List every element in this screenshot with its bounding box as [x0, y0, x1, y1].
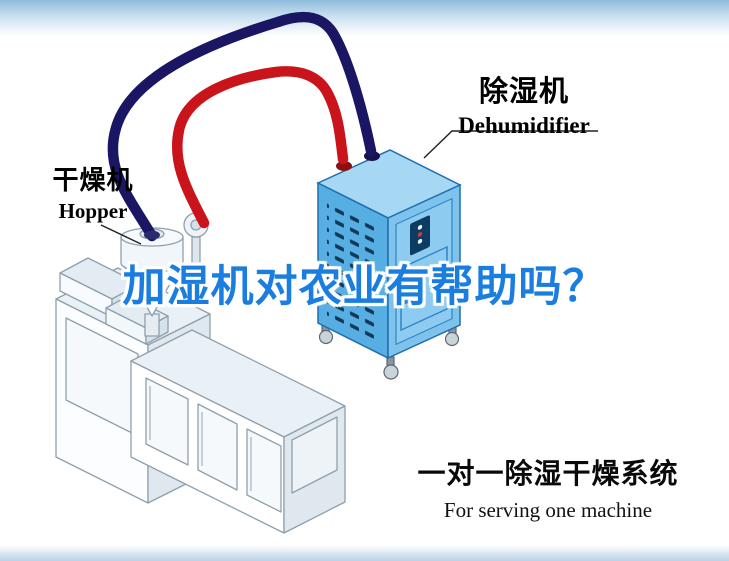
dryer-pointer-line: [100, 224, 142, 245]
top-gradient: [0, 0, 729, 36]
red-hose-fitting: [336, 161, 352, 171]
hopper-hose-flange: [144, 230, 160, 240]
dryer-label-cn: 干燥机: [52, 165, 134, 195]
dryer-label: 干燥机 Hopper: [36, 160, 150, 224]
navy-hose: [107, 11, 377, 242]
control-panel: [395, 197, 453, 346]
dehumidifier-label: 除湿机 Dehumidifier: [446, 68, 602, 139]
vent-grid: [327, 201, 379, 342]
caption-title-cn: 一对一除湿干燥系统: [417, 458, 679, 489]
headline-text: 加湿机对农业有帮助吗？: [122, 263, 607, 311]
dehumidifier-pointer-line: [423, 130, 598, 159]
dryer-label-en: Hopper: [58, 199, 128, 223]
caption-subtitle-en: For serving one machine: [443, 498, 653, 522]
bottom-gradient: [0, 545, 729, 561]
dehumidifier-label-en: Dehumidifier: [458, 113, 590, 138]
dehumidifier-label-cn: 除湿机: [478, 76, 569, 108]
red-hose: [171, 66, 349, 229]
caption-block: 一对一除湿干燥系统 For serving one machine: [406, 452, 690, 523]
dehumidifier-unit: [316, 149, 462, 380]
extruder-machine: [55, 257, 346, 534]
